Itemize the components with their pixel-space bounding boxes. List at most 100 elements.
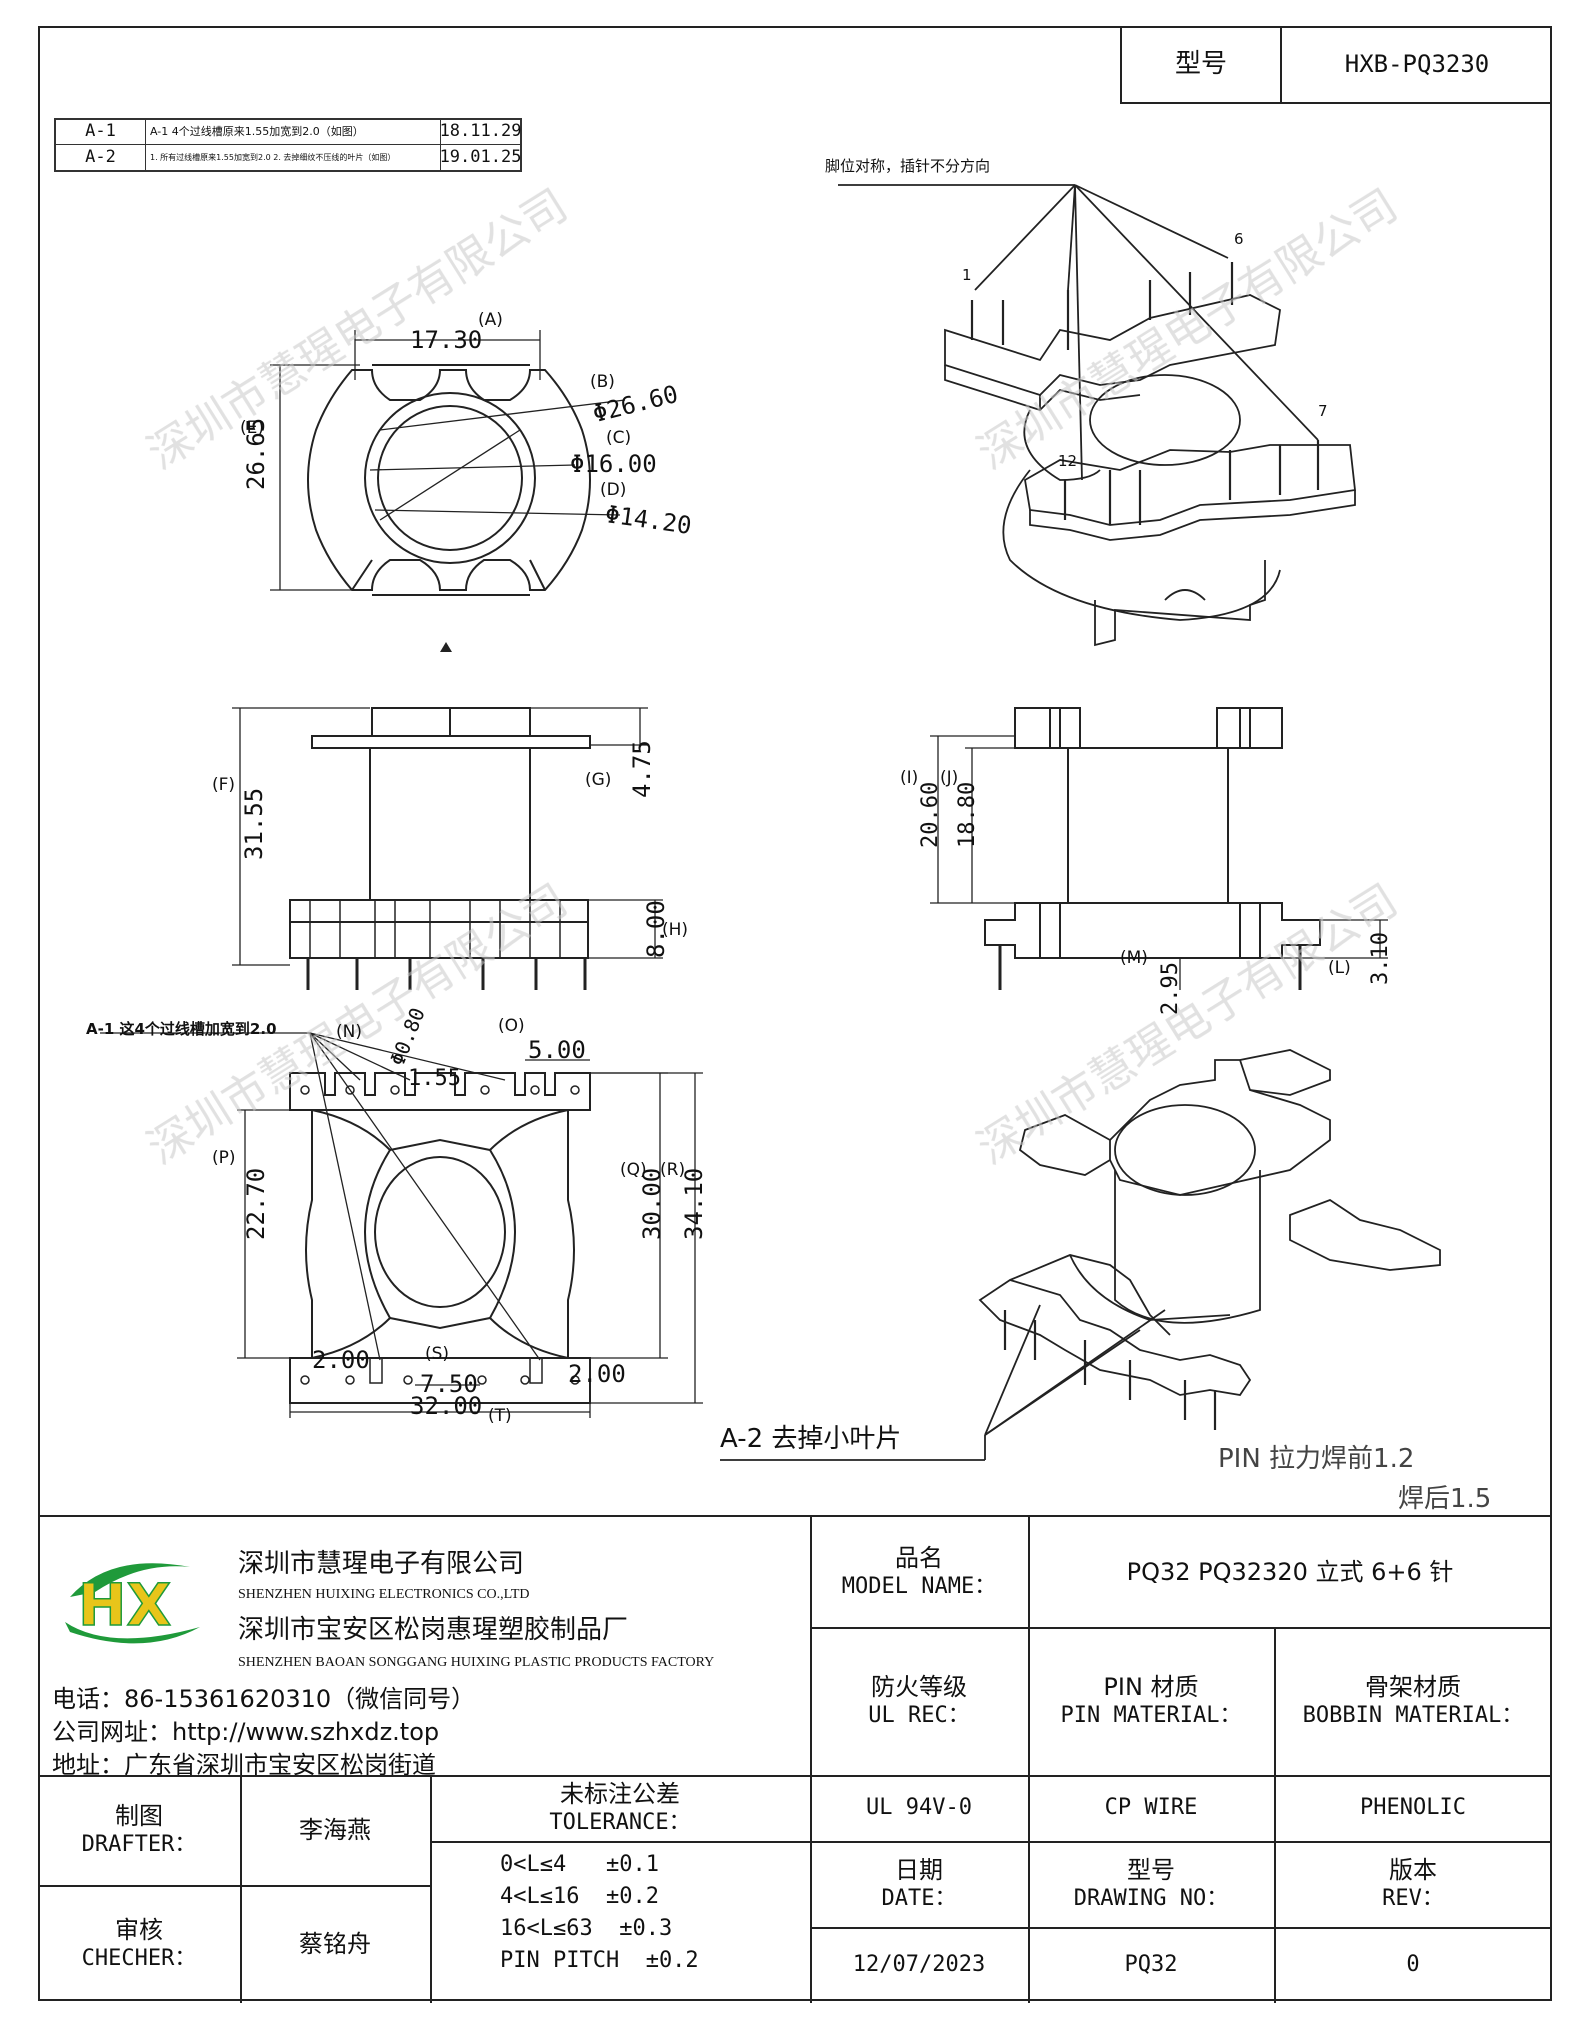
- checker-cn: 审核: [115, 1916, 163, 1945]
- rev-date-a1: 18.11.29: [440, 120, 521, 145]
- pin-material-value: CP WIRE: [1104, 1795, 1198, 1821]
- pin-number-7: 7: [1318, 402, 1328, 420]
- ul-label: 防火等级 UL REC：: [810, 1627, 1028, 1775]
- a2-note: A-2 去掉小叶片: [720, 1424, 902, 1454]
- model-name-value: PQ32 PQ32320 立式 6+6 针: [1126, 1558, 1454, 1586]
- dim-slot-value: 1.55: [408, 1066, 461, 1091]
- watermark-2: 深圳市慧瑆电子有限公司: [969, 180, 1406, 480]
- date-value: 12/07/2023: [852, 1952, 986, 1978]
- tolerance-line-1: 0<L≤4 ±0.1: [500, 1852, 659, 1877]
- drafter-name: 李海燕: [299, 1816, 371, 1844]
- dim-o-tag: (O): [498, 1016, 525, 1036]
- iso-view-top: [838, 184, 1356, 647]
- grid-h1: [810, 1627, 1552, 1629]
- pin-pull-after: 焊后1.5: [1398, 1484, 1492, 1514]
- checker-label: 审核 CHECHER：: [38, 1885, 240, 2003]
- company-name-cn: 深圳市慧瑆电子有限公司: [238, 1549, 525, 1579]
- watermark-4: 深圳市慧瑆电子有限公司: [969, 875, 1406, 1175]
- dim-n-tag: (N): [336, 1022, 362, 1042]
- factory-name-cn: 深圳市宝安区松岗惠瑆塑胶制品厂: [238, 1615, 629, 1645]
- dim-t-value: 32.00: [410, 1392, 483, 1420]
- company-name-en: SHENZHEN HUIXING ELECTRONICS CO.,LTD: [238, 1587, 530, 1602]
- grid-v3: [1274, 1627, 1276, 2003]
- rev-label: 版本 REV：: [1274, 1841, 1552, 1927]
- grid-v5: [430, 1775, 432, 2003]
- ul-en: UL REC：: [868, 1703, 970, 1729]
- dim-i-tag: (I): [900, 768, 919, 788]
- rev-cn: 版本: [1389, 1856, 1437, 1885]
- tolerance-cn: 未标注公差: [560, 1780, 680, 1809]
- dim-q-value: 30.00: [638, 1167, 666, 1240]
- date-label: 日期 DATE：: [810, 1841, 1028, 1927]
- dim-j-tag: (J): [940, 768, 959, 788]
- dim-i-value: 20.60: [918, 781, 943, 848]
- dim-f-tag: (F): [212, 775, 236, 795]
- rev-date-a2: 19.01.25: [439, 146, 522, 167]
- drawing-no-cn: 型号: [1127, 1856, 1175, 1885]
- tolerance-lines: 0<L≤4 ±0.1 4<L≤16 ±0.2 16<L≤63 ±0.3 PIN …: [500, 1849, 800, 1977]
- dim-r-value: 34.10: [680, 1167, 708, 1240]
- tolerance-line-2: 4<L≤16 ±0.2: [500, 1884, 659, 1909]
- dim-t-tag: (T): [488, 1406, 512, 1426]
- rev-code-a2: A-2: [56, 145, 146, 170]
- technical-drawing: 深圳市慧瑆电子有限公司 深圳市慧瑆电子有限公司 深圳市慧瑆电子有限公司 深圳市慧…: [100, 180, 1441, 1461]
- dim-w2-value: 2.00: [568, 1360, 626, 1388]
- bobbin-material-label: 骨架材质 BOBBIN MATERIAL：: [1274, 1627, 1552, 1775]
- company-address: 地址：广东省深圳市宝安区松岗街道: [52, 1751, 436, 1779]
- rev-en: REV：: [1382, 1886, 1444, 1912]
- front-view: [289, 707, 591, 990]
- drawing-frame: [38, 26, 1552, 2001]
- drafter-label: 制图 DRAFTER：: [38, 1775, 240, 1885]
- dim-r-tag: (R): [660, 1160, 686, 1180]
- pin-note: 脚位对称，插针不分方向: [825, 157, 991, 175]
- dim-j-value: 18.80: [955, 781, 980, 848]
- logo-letters: HX: [78, 1571, 171, 1639]
- dim-p-tag: (P): [212, 1148, 236, 1168]
- top-view: [307, 364, 591, 596]
- date-en: DATE：: [881, 1886, 957, 1912]
- grid-v1: [810, 1517, 812, 2003]
- grid-h5: [810, 1927, 1552, 1929]
- model-name-label: 品名 MODEL NAME：: [810, 1517, 1028, 1627]
- arrow-marker: [440, 642, 452, 652]
- model-name-cn: 品名: [895, 1544, 943, 1573]
- dim-o-value: 5.00: [528, 1036, 586, 1064]
- logo-swoosh-top: [70, 1563, 190, 1597]
- drawing-no-label: 型号 DRAWING NO：: [1028, 1841, 1274, 1927]
- drawing-no-value: PQ32: [1124, 1952, 1178, 1978]
- pin-material-label: PIN 材质 PIN MATERIAL：: [1028, 1627, 1274, 1775]
- dim-a-value: 17.30: [410, 326, 483, 354]
- tolerance-label: 未标注公差 TOLERANCE：: [430, 1775, 810, 1841]
- dim-b-tag: (B): [590, 372, 615, 392]
- bobbin-material-en: BOBBIN MATERIAL：: [1302, 1703, 1524, 1729]
- dim-h-tag: (H): [662, 920, 689, 940]
- drafter-cn: 制图: [115, 1802, 163, 1831]
- pin-number-12: 12: [1058, 452, 1078, 470]
- rev-code-a1: A-1: [56, 120, 146, 145]
- model-name-en: MODEL NAME：: [841, 1574, 997, 1600]
- dim-m-tag: (M): [1120, 948, 1148, 968]
- ul-cn: 防火等级: [871, 1673, 967, 1702]
- rev-note-a1: A-1 4个过线槽原来1.55加宽到2.0（如图）: [146, 120, 441, 145]
- pin-number-6: 6: [1234, 230, 1244, 248]
- grid-h3: [810, 1841, 1552, 1843]
- dim-l-value: 3.10: [1368, 932, 1393, 985]
- dim-c-value: Φ16.00: [570, 450, 657, 478]
- pin-material-cn: PIN 材质: [1103, 1673, 1199, 1702]
- grid-h6: [430, 1841, 810, 1843]
- grid-v2: [1028, 1517, 1030, 2003]
- dim-c-tag: (C): [606, 428, 632, 448]
- title-block: HX 深圳市慧瑆电子有限公司 SHENZHEN HUIXING ELECTRON…: [38, 1515, 1552, 2003]
- ul-value: UL 94V-0: [866, 1795, 972, 1821]
- pin-material-en: PIN MATERIAL：: [1060, 1703, 1242, 1729]
- dim-p-value: 22.70: [242, 1167, 270, 1240]
- rev-value: 0: [1406, 1952, 1420, 1978]
- checker-name: 蔡铭舟: [299, 1930, 371, 1958]
- dim-s-value: 7.50: [420, 1370, 478, 1398]
- company-phone: 电话：86-15361620310（微信同号）: [52, 1685, 476, 1713]
- side-view: [984, 707, 1321, 990]
- bottom-view: [289, 1072, 591, 1404]
- dim-s-tag: (S): [425, 1344, 450, 1364]
- checker-en: CHECHER：: [81, 1946, 197, 1972]
- tolerance-line-4: PIN PITCH ±0.2: [500, 1948, 699, 1973]
